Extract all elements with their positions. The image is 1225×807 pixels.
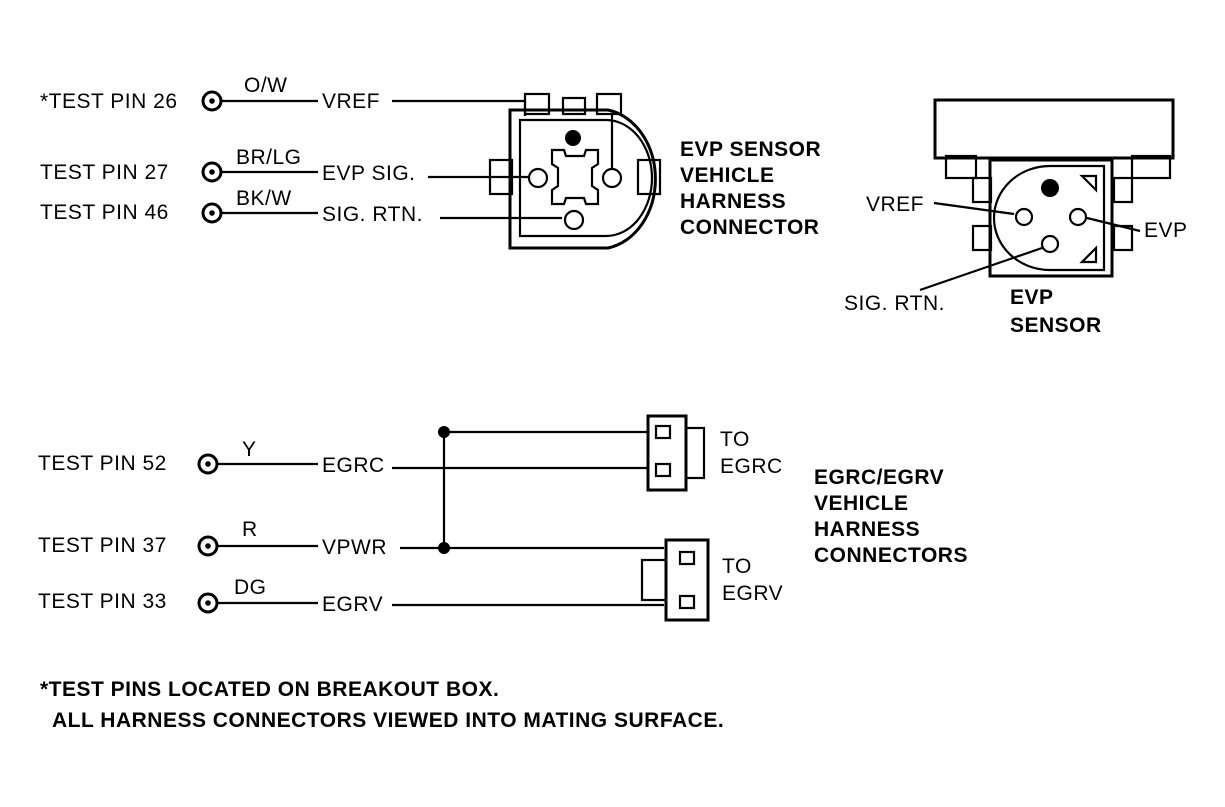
wire-color-ow: O/W [244,74,288,97]
signal-sig-rtn: SIG. RTN. [322,203,423,226]
wire-color-brlg: BR/LG [236,146,302,169]
test-pin-52-dot [205,461,211,467]
to-egrv-line-1: TO [722,555,752,578]
side-tab-left [488,158,514,196]
egrc-connector-latch [684,426,706,480]
bottom-wiring [392,426,664,607]
connector-label-line-3: HARNESS [680,190,786,213]
egrv-terminal-1 [678,550,696,566]
test-pin-37-label: TEST PIN 37 [38,534,167,557]
connector-label-line-4: CONNECTOR [680,216,819,239]
leader-sig-rtn [919,246,1043,292]
test-pin-33-label: TEST PIN 33 [38,590,167,613]
sensor-body-top [933,98,1175,160]
egrc-connector-body [646,414,688,492]
sensor-sig-rtn-pin [1040,234,1060,254]
to-egrv-line-2: EGRV [722,582,783,605]
test-pin-46-label: TEST PIN 46 [40,201,169,224]
egrc-terminal-1 [654,424,672,440]
connector-outer-body [508,108,657,250]
connectors-label-line-1: EGRC/EGRV [814,466,944,489]
sensor-foot-right [1130,154,1172,180]
sensor-index-triangle-2 [1079,245,1098,264]
leader-evp [1086,216,1141,233]
test-pin-33-dot [205,600,211,606]
wire-color-bkw: BK/W [236,187,292,210]
leader-vref [933,201,1015,216]
sensor-label-vref: VREF [866,193,924,216]
test-pin-37-dot [205,543,211,549]
footnote-line-1: *TEST PINS LOCATED ON BREAKOUT BOX. [40,678,499,701]
egrv-connector-latch [640,558,668,602]
signal-vpwr: VPWR [322,536,387,559]
test-pin-27-dot [209,169,215,175]
test-pin-26-dot [209,98,215,104]
connector-inner-body [518,118,654,238]
vref-pin [601,167,623,189]
to-egrc-line-2: EGRC [720,455,783,478]
sensor-face [988,158,1114,278]
connector-label-line-2: VEHICLE [680,164,775,187]
sensor-index-triangle-1 [1079,174,1098,193]
connectors-label-line-3: HARNESS [814,518,920,541]
sensor-label-sig-rtn: SIG. RTN. [844,292,945,315]
top-test-pins: *TEST PIN 26 O/W VREF TEST PIN 27 BR/LG … [40,74,562,226]
test-pin-52-label: TEST PIN 52 [38,452,167,475]
test-pin-27-label: TEST PIN 27 [40,161,169,184]
test-pin-26-label: *TEST PIN 26 [40,90,178,113]
egrc-terminal-2 [654,462,672,478]
test-pin-46-dot [209,210,215,216]
egrc-connector [646,414,706,492]
signal-egrc: EGRC [322,454,385,477]
connectors-label-line-4: CONNECTORS [814,544,968,567]
sensor-side-tab-4 [1112,224,1134,252]
sensor-foot-left [944,154,978,180]
latch-tab-3 [595,92,623,116]
sensor-vref-pin [1014,207,1034,227]
key-dot [565,130,581,146]
connector-label-line-1: EVP SENSOR [680,138,821,161]
splice-dot-bottom [438,542,450,554]
sig-rtn-pin [563,209,585,231]
sensor-evp-pin [1068,207,1088,227]
signal-evp-sig: EVP SIG. [322,162,416,185]
evp-sig-pin [527,167,549,189]
footnote-line-2: ALL HARNESS CONNECTORS VIEWED INTO MATIN… [52,709,724,732]
connectors-label-line-2: VEHICLE [814,492,909,515]
egrv-connector [640,538,710,622]
signal-vref: VREF [322,90,380,113]
latch-tab-2 [561,96,587,116]
sensor-label-evp: EVP [1144,219,1188,242]
wire-color-r: R [242,518,258,541]
signal-egrv: EGRV [322,593,383,616]
sensor-side-tab-1 [971,176,993,204]
splice-dot-top [438,426,450,438]
sensor-key-dot [1041,179,1059,197]
connector-key-shape [550,148,600,206]
wire-color-y: Y [242,438,257,461]
to-egrc-line-1: TO [720,428,750,451]
bottom-test-pins: TEST PIN 52 Y EGRC TEST PIN 37 R VPWR TE… [38,438,387,616]
sensor-title-line-2: SENSOR [1010,314,1102,337]
sensor-side-tab-2 [1112,176,1134,204]
sensor-side-tab-3 [971,224,993,252]
evp-harness-connector [488,92,662,250]
sensor-socket [992,164,1106,272]
egrv-terminal-2 [678,594,696,610]
wire-color-dg: DG [234,576,267,599]
evp-sensor [919,98,1175,292]
sensor-title-line-1: EVP [1010,286,1054,309]
